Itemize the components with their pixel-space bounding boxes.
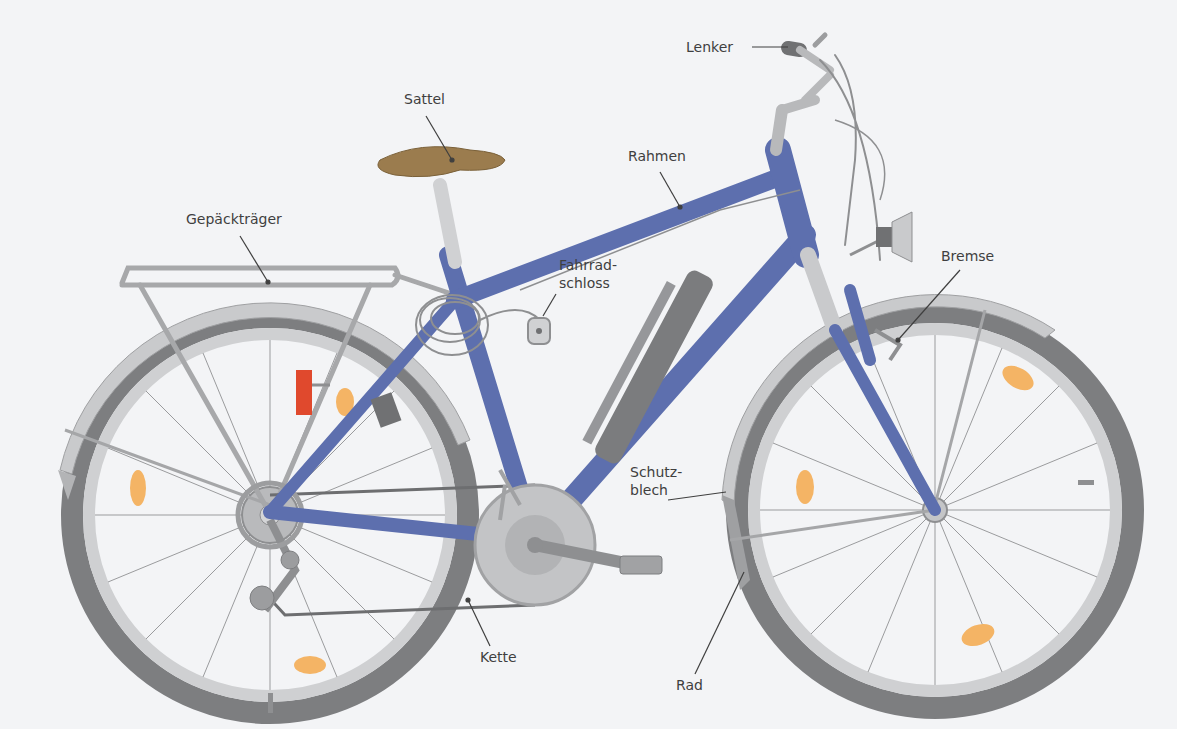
- part-label: Kette: [480, 648, 517, 666]
- bike-lock: [416, 295, 550, 355]
- front-lamp: [850, 212, 912, 262]
- rear-fender-tip: [58, 470, 76, 500]
- part-label: Gepäckträger: [186, 210, 282, 228]
- part-label: Rad: [676, 676, 703, 694]
- brake-caliper: [875, 330, 900, 360]
- part-label: Bremse: [941, 247, 994, 265]
- kickstand: [500, 470, 520, 520]
- seat-post: [440, 185, 455, 262]
- fork: [808, 255, 935, 510]
- rear-fender: [60, 303, 470, 474]
- mudflap: [722, 495, 750, 590]
- part-label: Lenker: [686, 38, 733, 56]
- front-fender: [722, 295, 1055, 505]
- part-label: Fahrrad- schloss: [559, 256, 617, 292]
- saddle: [378, 147, 505, 177]
- derailleur: [238, 483, 302, 610]
- front-wheel: [737, 312, 1133, 708]
- rear-light: [296, 370, 401, 428]
- frame-pump: [582, 268, 715, 467]
- part-label: Rahmen: [628, 147, 686, 165]
- luggage-rack: [122, 268, 455, 505]
- handlebar: [776, 35, 880, 260]
- part-label: Schutz- blech: [630, 463, 682, 499]
- part-label: Sattel: [404, 90, 445, 108]
- leader-lines: [240, 47, 960, 674]
